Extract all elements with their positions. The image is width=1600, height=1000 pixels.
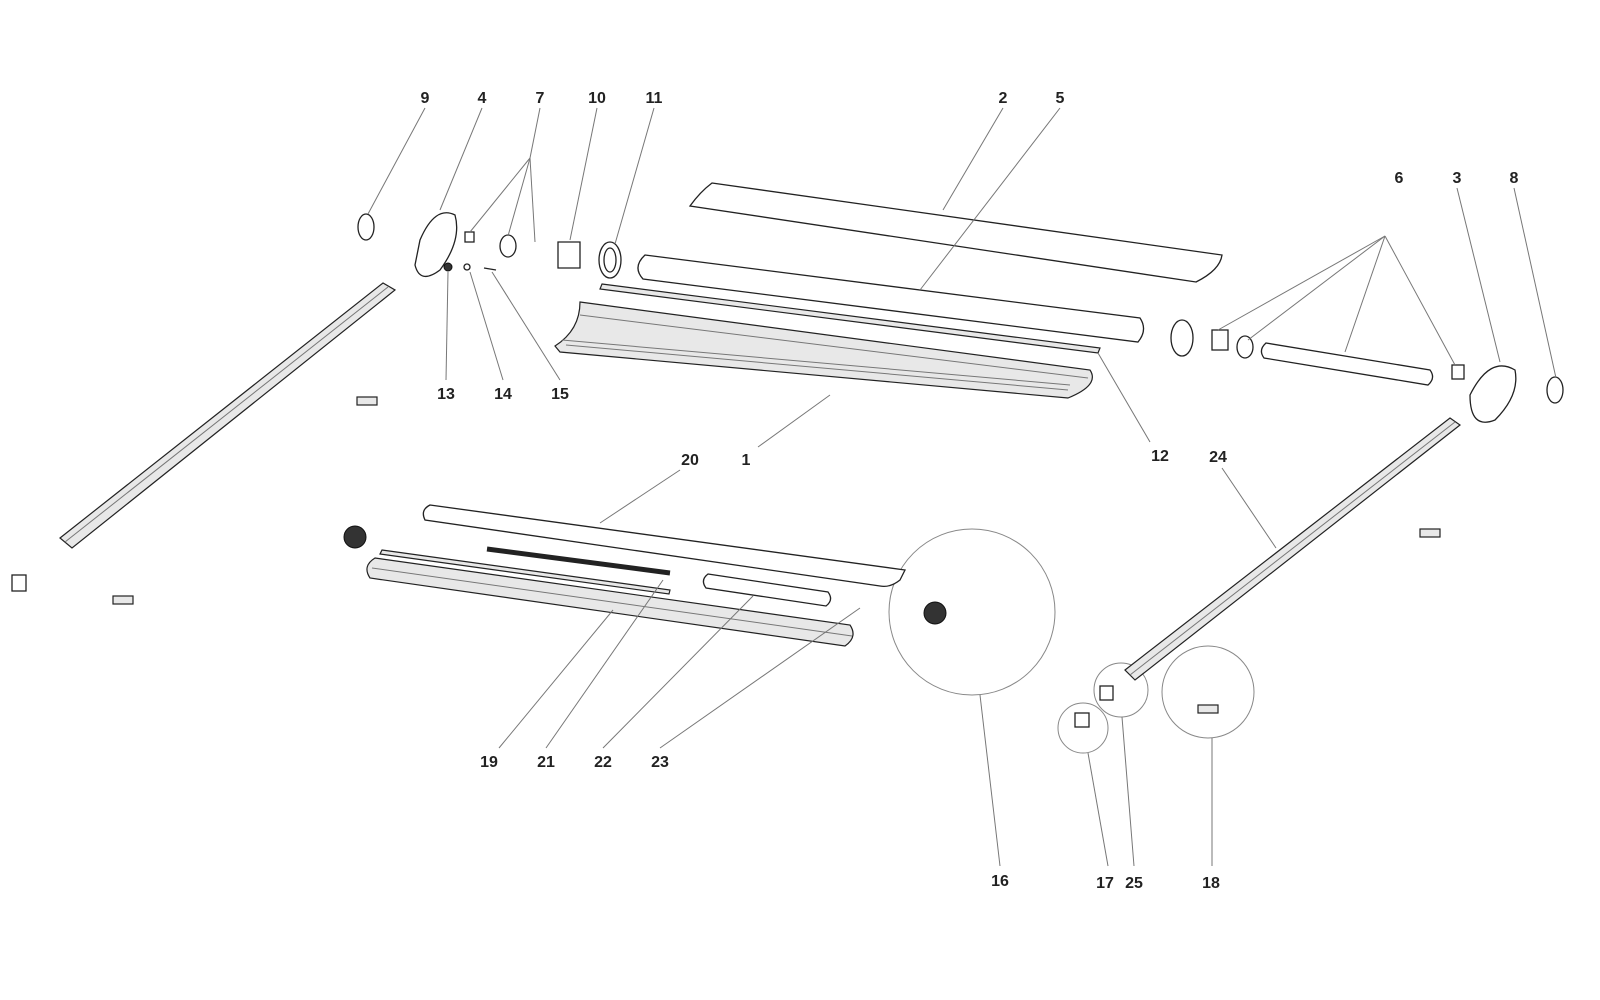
part-mount-left-bottom (112, 595, 134, 605)
part-foot-left (11, 574, 27, 592)
callout-19: 19 (480, 754, 498, 771)
part-right-rail-groove (1129, 421, 1456, 676)
part-trough (554, 301, 1093, 399)
part-right-tube (1260, 342, 1434, 386)
callout-16: 16 (991, 873, 1009, 890)
part-pin-15 (483, 267, 497, 271)
part-top-cover (688, 182, 1223, 283)
callout-21: 21 (537, 754, 555, 771)
callout-2: 2 (999, 90, 1008, 107)
callout-9: 9 (421, 90, 430, 107)
part-roller-tube (637, 254, 1145, 343)
detail-circle-25 (1093, 662, 1149, 718)
callout-8: 8 (1510, 170, 1519, 187)
part-cap-8 (1546, 376, 1564, 404)
part-foot-17 (1074, 712, 1090, 728)
callout-14: 14 (494, 386, 512, 403)
part-end-gear-left (343, 525, 367, 549)
part-spring (486, 546, 671, 576)
part-bottom-cover (422, 504, 906, 588)
detail-circle-18 (1161, 645, 1255, 739)
callout-23: 23 (651, 754, 669, 771)
callout-15: 15 (551, 386, 569, 403)
callout-10: 10 (588, 90, 606, 107)
callout-17: 17 (1096, 875, 1114, 892)
part-end-gear-16 (923, 601, 947, 625)
part-ring-6b (1236, 335, 1254, 359)
part-left-rail-groove (64, 286, 389, 543)
part-pin-14 (463, 263, 471, 271)
callout-5: 5 (1056, 90, 1065, 107)
part-bracket-7a (464, 231, 475, 243)
part-ring-11-inner (603, 247, 617, 273)
part-bracket-25 (1099, 685, 1114, 701)
part-ring-7b (499, 234, 517, 258)
callout-1: 1 (742, 452, 751, 469)
callout-18: 18 (1202, 875, 1220, 892)
part-gear-plate-3 (1469, 365, 1517, 423)
part-mount-left (356, 396, 378, 406)
part-small-tube (702, 573, 832, 607)
callout-13: 13 (437, 386, 455, 403)
part-trough-ribs (561, 314, 1089, 391)
callout-4: 4 (478, 90, 487, 107)
part-bottom-profile-line (371, 567, 853, 637)
part-screw-13 (443, 262, 453, 272)
callout-24: 24 (1209, 449, 1227, 466)
callout-22: 22 (594, 754, 612, 771)
detail-circle-16 (888, 528, 1056, 696)
part-gear-plate-4 (414, 212, 458, 277)
part-cap-9 (357, 213, 375, 241)
part-ring-right (1170, 319, 1194, 357)
callout-12: 12 (1151, 448, 1169, 465)
part-mount-18 (1197, 704, 1219, 714)
callout-20: 20 (681, 452, 699, 469)
part-adapter-10 (557, 241, 581, 269)
part-left-rail (59, 282, 397, 549)
part-bar-strip (379, 549, 671, 595)
part-adapter-6a (1211, 329, 1229, 351)
callout-25: 25 (1125, 875, 1143, 892)
callout-11: 11 (646, 90, 663, 107)
callout-7: 7 (536, 90, 545, 107)
leader-lines (367, 107, 1557, 867)
part-mount-right (1419, 528, 1441, 538)
detail-circle-17 (1057, 702, 1109, 754)
part-bracket-6c (1451, 364, 1465, 380)
callout-3: 3 (1453, 170, 1462, 187)
callout-6: 6 (1395, 170, 1404, 187)
